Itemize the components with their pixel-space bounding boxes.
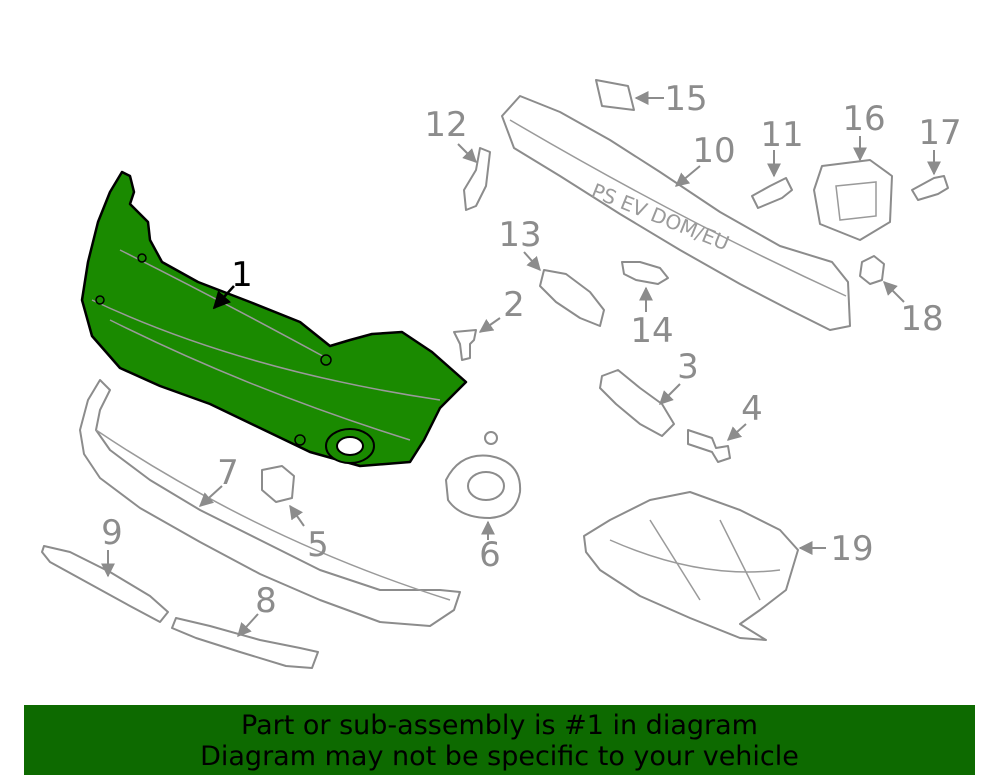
bumper-cover-shape	[80, 170, 468, 468]
callout-16: 16	[842, 99, 885, 139]
clip-part[interactable]	[453, 317, 501, 361]
callout-17: 17	[918, 113, 961, 153]
callout-11: 11	[760, 115, 803, 155]
notice-banner: Part or sub-assembly is #1 in diagram Di…	[24, 705, 975, 775]
callout-18: 18	[900, 299, 943, 339]
callout-13: 13	[498, 215, 541, 255]
small-bracket-part[interactable]	[621, 261, 669, 312]
left-trim-strip-part[interactable]	[41, 545, 169, 623]
bolt-part[interactable]	[687, 423, 747, 463]
callout-6: 6	[479, 535, 501, 575]
banner-line-1: Part or sub-assembly is #1 in diagram	[241, 710, 758, 741]
side-bracket-part[interactable]	[457, 143, 491, 211]
callout-10: 10	[692, 131, 735, 171]
callout-8: 8	[255, 581, 277, 621]
callout-5: 5	[307, 525, 329, 565]
nut-part[interactable]	[859, 255, 905, 303]
callout-19: 19	[830, 529, 873, 569]
callout-2: 2	[503, 285, 525, 325]
absorber-part[interactable]	[523, 251, 605, 327]
callout-7: 7	[217, 453, 239, 493]
callout-1: 1	[231, 255, 253, 295]
splash-shield-part[interactable]	[583, 491, 826, 641]
callout-3: 3	[677, 347, 699, 387]
sensor-housing-part[interactable]	[813, 136, 893, 241]
lamp-housing-part[interactable]	[445, 431, 522, 540]
lower-valance-part[interactable]	[79, 379, 461, 627]
banner-line-2: Diagram may not be specific to your vehi…	[200, 741, 799, 772]
screw-part[interactable]	[911, 150, 949, 201]
callout-15: 15	[664, 79, 707, 119]
bolt-upper-part[interactable]	[751, 150, 793, 209]
pad-part[interactable]	[595, 79, 664, 111]
bumper-cover-part[interactable]	[80, 170, 468, 468]
parts-diagram: PS EV DOM/EU	[41, 79, 962, 669]
callout-9: 9	[101, 513, 123, 553]
right-trim-strip-part[interactable]	[171, 613, 319, 669]
mount-bracket-part[interactable]	[599, 369, 681, 437]
callout-12: 12	[424, 105, 467, 145]
callout-14: 14	[630, 311, 673, 351]
callout-4: 4	[741, 389, 763, 429]
tow-cap-part[interactable]	[261, 465, 305, 527]
